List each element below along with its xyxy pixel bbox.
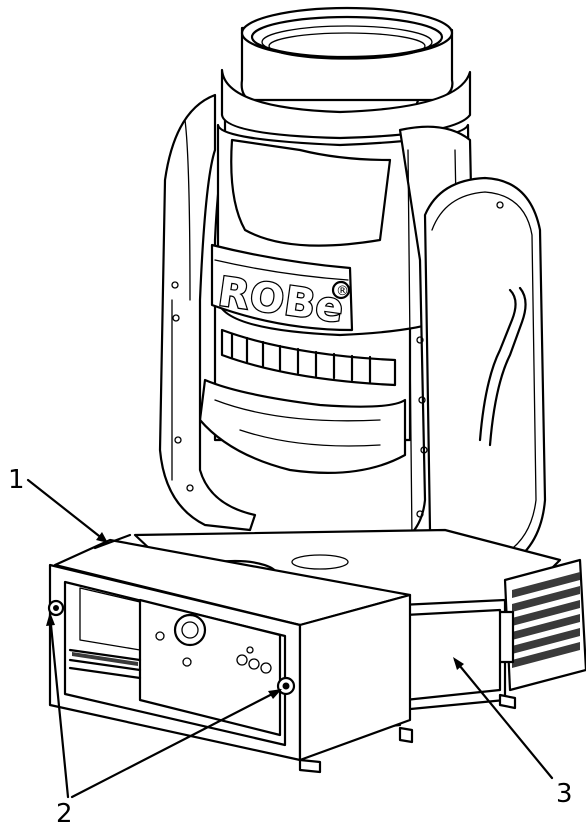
yoke-left-arm <box>158 93 257 532</box>
power-socket <box>173 613 207 647</box>
callout-label-3: 3 <box>556 779 573 809</box>
registered-mark: ® <box>336 284 349 299</box>
thumbscrew-right <box>276 676 296 696</box>
vent-grille-right <box>512 572 580 668</box>
cooling-ribs <box>230 332 372 384</box>
callout-label-2: 2 <box>56 799 73 828</box>
inner-rails <box>68 648 142 680</box>
callout-1: 1 <box>8 465 110 545</box>
callout-label-1: 1 <box>8 465 25 495</box>
callout-2: 2 <box>46 612 282 828</box>
thumbscrew-left <box>47 599 65 617</box>
callout-3: 3 <box>453 657 573 809</box>
